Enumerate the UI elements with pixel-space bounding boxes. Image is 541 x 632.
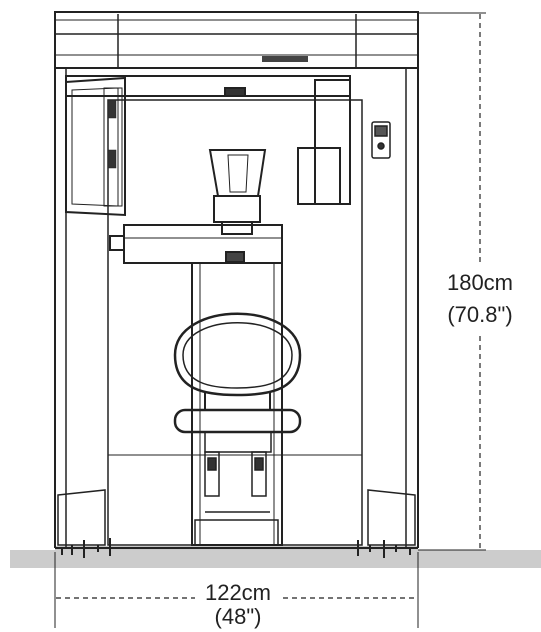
chin-rest-arm: [109, 224, 283, 264]
brand-plate: [262, 56, 308, 62]
width-imperial-label: (48"): [215, 604, 262, 629]
sensor-head-assembly: [65, 75, 351, 217]
width-dimension: 122cm (48"): [54, 552, 419, 629]
height-dimension: 180cm (70.8"): [418, 12, 513, 551]
leveling-feet: [61, 538, 411, 558]
seat-base: [194, 451, 279, 546]
center-column: [191, 262, 283, 546]
floor: [10, 550, 541, 568]
height-imperial-label: (70.8"): [447, 302, 512, 327]
head-holder: [208, 149, 267, 235]
patient-seat: [173, 312, 302, 453]
control-panel: [371, 121, 391, 159]
height-metric-label: 180cm: [447, 270, 513, 295]
width-metric-label: 122cm: [205, 580, 271, 605]
